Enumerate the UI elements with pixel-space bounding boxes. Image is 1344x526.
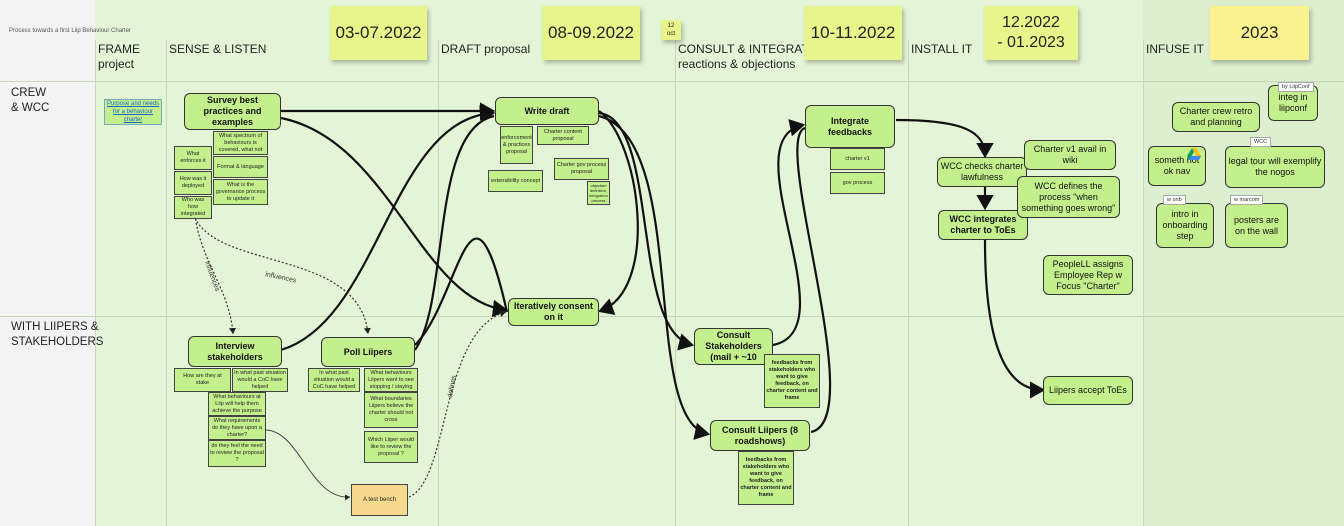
feedback-note[interactable]: feedbacks from stakeholders who want to …	[764, 354, 820, 408]
legal-tour-node[interactable]: legal tour will exemplify the nogos	[1225, 146, 1325, 188]
wmarcom-tag: w marcom	[1230, 195, 1264, 205]
period-sticky[interactable]: 10-11.2022	[804, 6, 902, 60]
poll-detail[interactable]: What boundaries Liipers believe the char…	[364, 392, 418, 428]
edge-label-defines: defines	[447, 374, 458, 398]
column-header-install: INSTALL IT	[911, 42, 973, 56]
wcc-defines-node[interactable]: WCC defines the process "when something …	[1017, 176, 1120, 218]
board-title: Process towards a first Liip Behaviour C…	[9, 28, 132, 34]
grid-line	[0, 81, 1344, 82]
edge-draft-to-consult-liipers	[598, 114, 711, 440]
survey-detail[interactable]: What is the governance process to update…	[213, 179, 268, 205]
edge-wcc-to-liipers-accept	[983, 239, 1046, 399]
grid-line	[0, 316, 1344, 317]
integrate-feedbacks-node[interactable]: Integrate feedbacks	[805, 105, 895, 148]
interview-detail[interactable]: What behaviours at Liip will help them a…	[208, 392, 266, 416]
edge-consult-to-integrate	[772, 119, 806, 347]
poll-detail[interactable]: Which Liiper would like to review the pr…	[364, 431, 418, 463]
poll-detail[interactable]: In what past situation would a CoC have …	[308, 368, 360, 392]
intro-onboarding-node[interactable]: intro in onboarding step	[1156, 203, 1214, 248]
column-header-frame: FRAME project	[98, 42, 140, 71]
survey-detail[interactable]: Format & language	[213, 156, 268, 178]
edge-label-influences: influences	[265, 271, 298, 285]
wcc-integrates-node[interactable]: WCC integrates charter to ToEs	[938, 210, 1028, 240]
consult-stakeholders-node[interactable]: Consult Stakeholders (mail + ~10	[694, 328, 773, 365]
iterative-consent-node[interactable]: Iteratively consent on it	[508, 298, 599, 326]
wonb-tag: w onb	[1163, 195, 1186, 205]
draft-detail[interactable]: extensibility concept	[488, 170, 543, 192]
edge-poll-to-draft	[414, 114, 495, 351]
grid-line	[675, 40, 676, 526]
peoplell-node[interactable]: PeopleLL assigns Employee Rep w Focus "C…	[1043, 255, 1133, 295]
edge-requirements-to-bench	[264, 429, 351, 501]
survey-detail[interactable]: What spectrum of behaviours is covered, …	[213, 131, 268, 155]
grid-line	[166, 40, 167, 526]
interview-detail[interactable]: do they feel the need to review the prop…	[208, 440, 266, 467]
draft-detail[interactable]: Charter gov process proposal	[554, 158, 609, 180]
draft-detail[interactable]: objection definition, integration proces…	[587, 181, 610, 205]
row-label-crew: CREW & WCC	[11, 87, 50, 114]
consult-liipers-node[interactable]: Consult Liipers (8 roadshows)	[710, 420, 810, 451]
grid-line	[908, 40, 909, 526]
edge-survey-to-iterative	[280, 116, 509, 318]
feedback-note[interactable]: feedbacks from stakeholders who want to …	[738, 451, 794, 505]
period-sticky[interactable]: 12.2022 - 01.2023	[984, 6, 1078, 60]
period-sticky[interactable]: 2023	[1210, 6, 1309, 60]
edge-integrate-to-wcc	[895, 118, 994, 159]
period-sticky[interactable]: 03-07.2022	[330, 6, 427, 60]
poll-detail[interactable]: What behaviours Liipers want to see stop…	[364, 368, 418, 392]
integrate-detail[interactable]: gov process	[830, 172, 885, 194]
survey-detail[interactable]: How was it deployed	[174, 171, 212, 195]
interview-detail[interactable]: How are they at stake	[174, 368, 231, 392]
draft-detail[interactable]: enforcement & practices proposal	[500, 126, 533, 164]
date-sticky[interactable]: 12 oct	[661, 20, 681, 40]
draft-detail[interactable]: Charter content proposal	[537, 126, 589, 145]
liipers-accept-node[interactable]: Liipers accept ToEs	[1043, 376, 1133, 405]
survey-detail[interactable]: What enforces it	[174, 146, 212, 170]
wcc-checks-node[interactable]: WCC checks charter lawfulness	[937, 157, 1027, 187]
survey-detail[interactable]: Who was how integrated	[174, 196, 212, 219]
column-header-consult: CONSULT & INTEGRATE reactions & objectio…	[678, 42, 817, 71]
edge-label-influences: influences	[203, 260, 221, 292]
integrate-detail[interactable]: charter v1	[830, 148, 885, 170]
column-header-sense: SENSE & LISTEN	[169, 42, 267, 56]
edge-draft-to-iterative	[597, 110, 639, 315]
interview-node[interactable]: Interview stakeholders	[188, 336, 282, 367]
interview-detail[interactable]: What requirements do they have upon a ch…	[208, 416, 266, 440]
write-draft-node[interactable]: Write draft	[495, 97, 599, 125]
grid-line	[1143, 40, 1144, 526]
row-label-liipers: WITH LIIPERS & STAKEHOLDERS	[11, 321, 104, 348]
posters-node[interactable]: posters are on the wall	[1225, 203, 1288, 248]
crew-retro-node[interactable]: Charter crew retro and planning	[1172, 102, 1260, 132]
wcc-tag: WCC	[1250, 137, 1272, 147]
edge-poll-to-iterative	[414, 237, 509, 346]
liipconf-tag: by LiipConf	[1278, 82, 1314, 92]
period-sticky[interactable]: 08-09.2022	[542, 6, 640, 60]
google-drive-icon	[1187, 148, 1201, 160]
edge-defines	[408, 310, 507, 498]
interview-detail[interactable]: In what past situation would a CoC have …	[232, 368, 288, 392]
edge-interview-to-draft	[280, 105, 496, 352]
survey-node[interactable]: Survey best practices and examples	[184, 93, 281, 130]
edge-draft-to-consult-stakeholders	[598, 111, 695, 351]
column-header-draft: DRAFT proposal	[441, 42, 531, 56]
test-bench-note[interactable]: A test bench	[351, 484, 408, 516]
charter-v1-wiki-node[interactable]: Charter v1 avail in wiki	[1024, 140, 1116, 170]
poll-liipers-node[interactable]: Poll Liipers	[321, 337, 415, 367]
column-header-infuse: INFUSE IT	[1146, 42, 1205, 56]
grid-line	[95, 40, 96, 526]
edge-consult-liipers-to-integrate	[796, 126, 832, 434]
purpose-link[interactable]: Purpose and needs for a behaviour charte…	[104, 99, 162, 125]
grid-line	[438, 40, 439, 526]
